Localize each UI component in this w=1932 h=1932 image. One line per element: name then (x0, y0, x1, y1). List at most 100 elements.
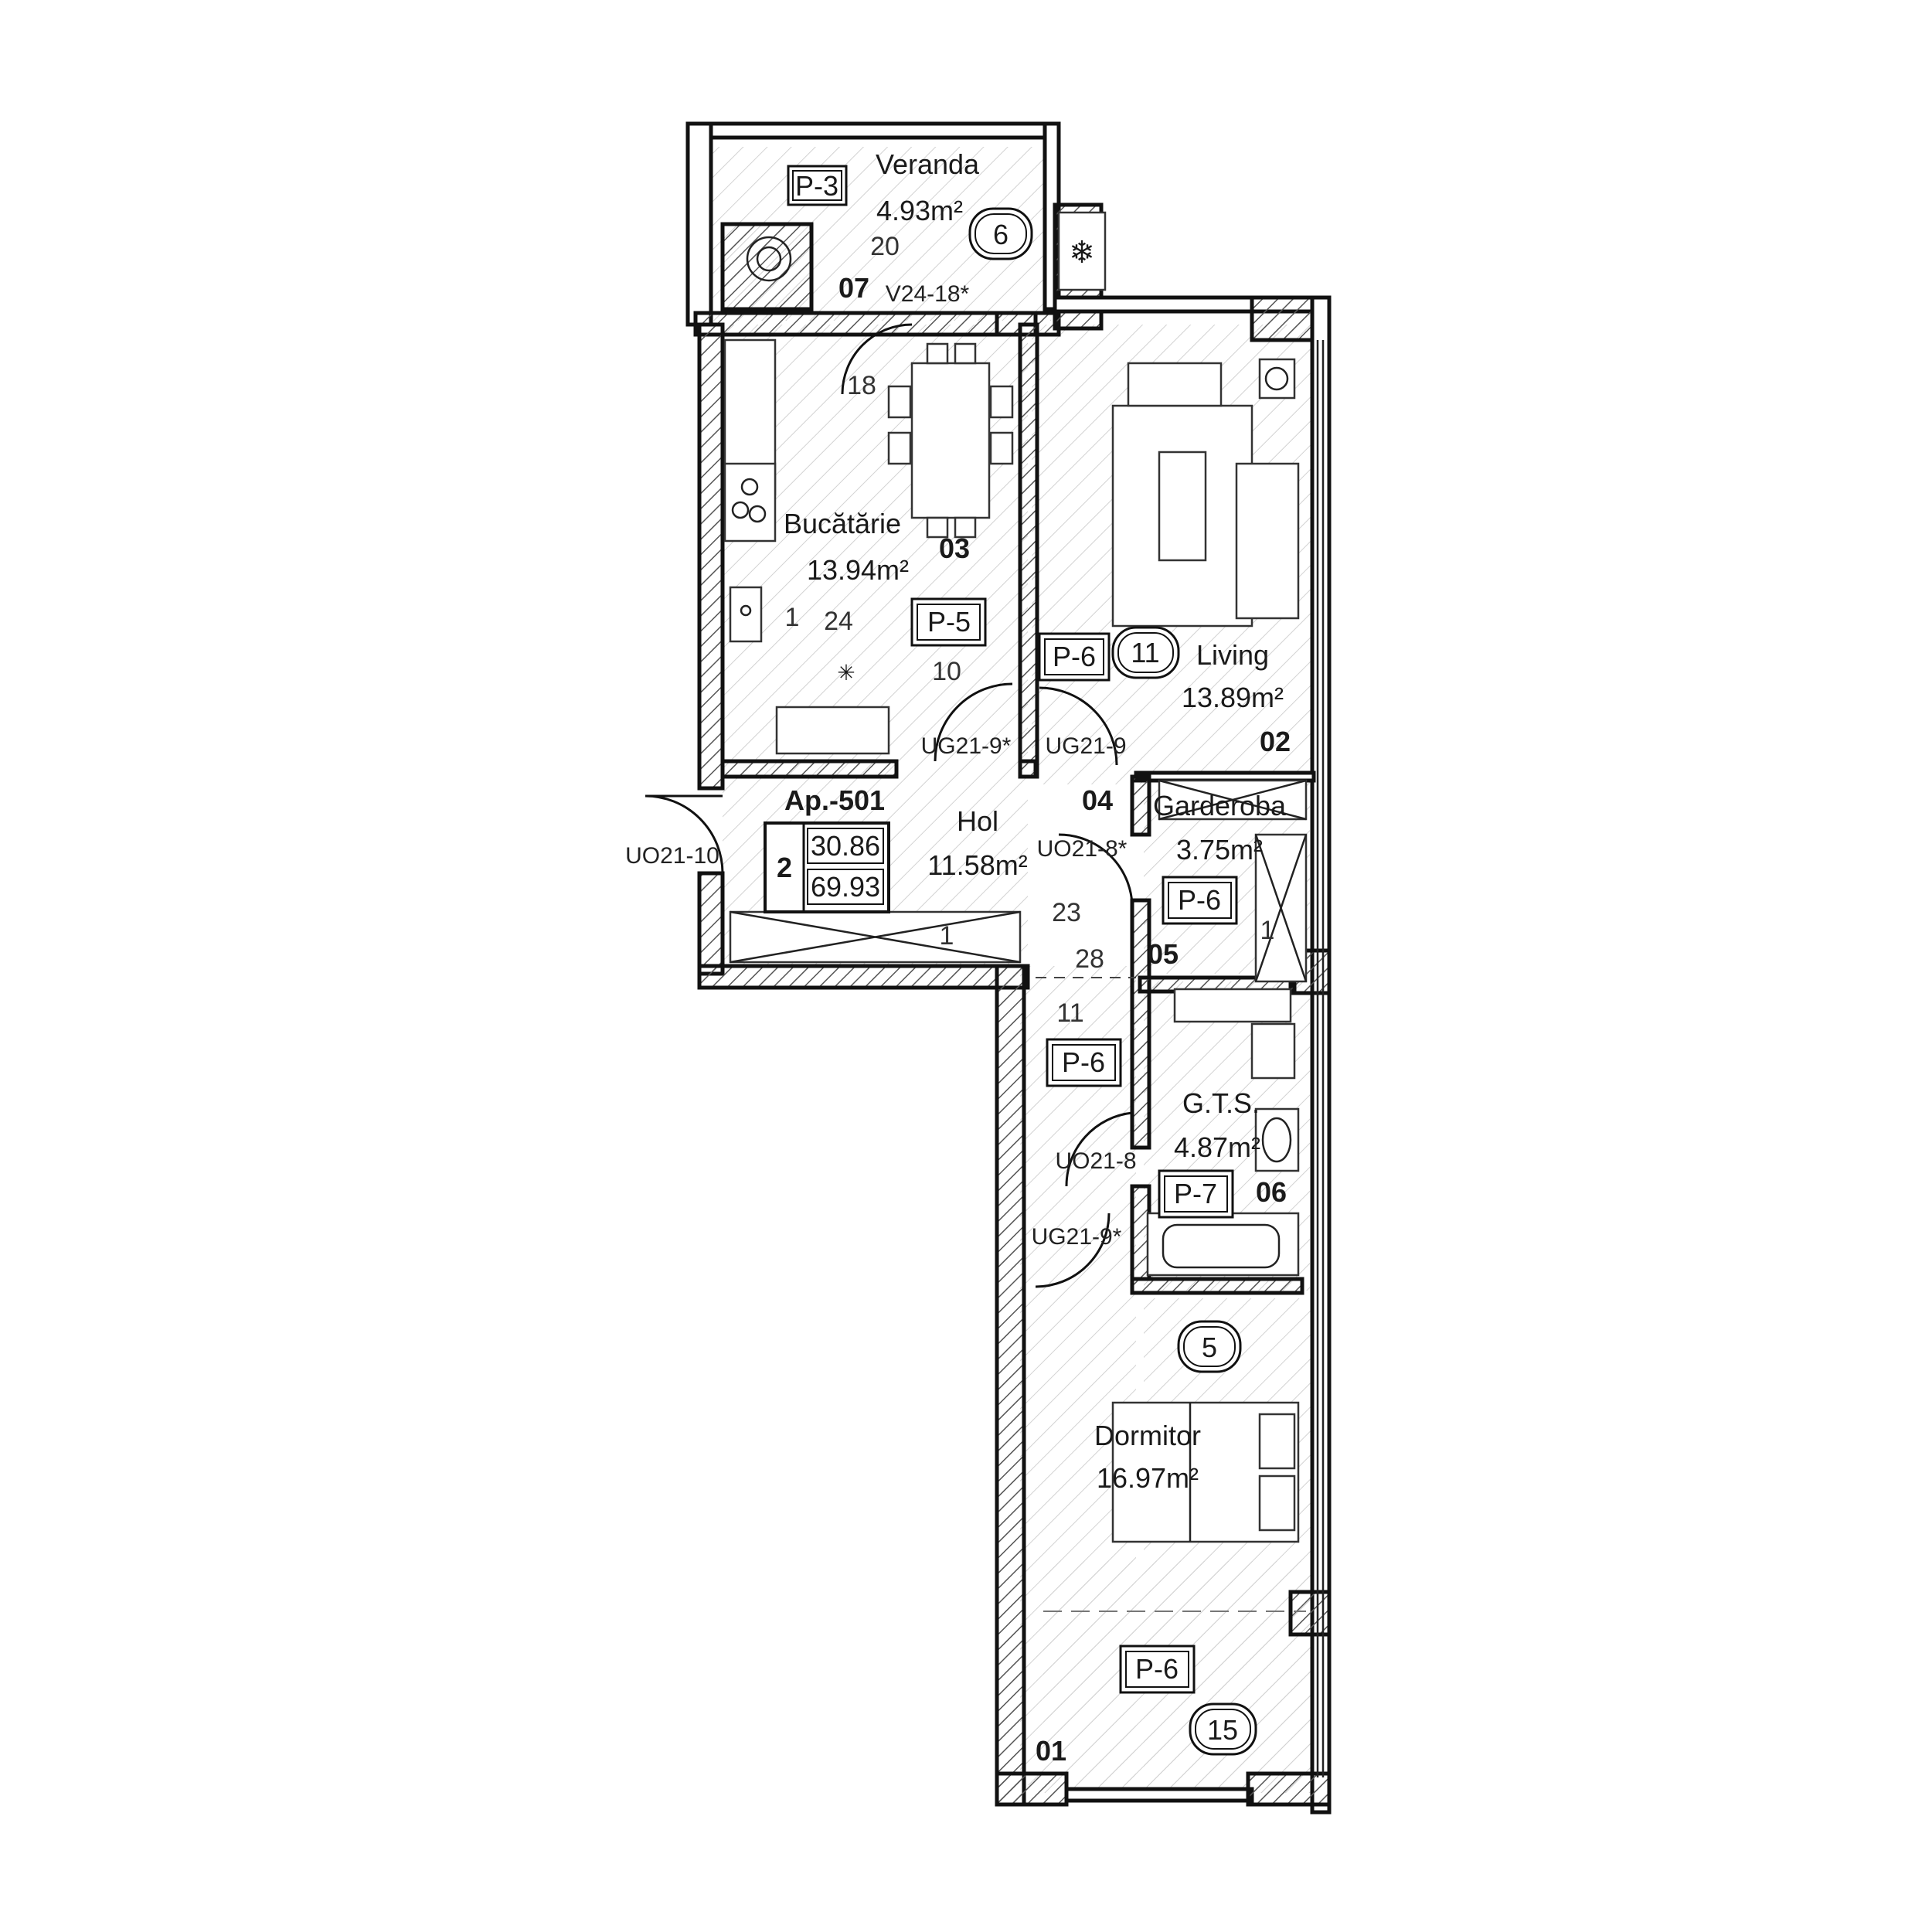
room-hall: Hol 11.58m² 04 (927, 784, 1113, 881)
room-area: 13.94m² (807, 554, 909, 586)
svg-text:20: 20 (870, 232, 900, 261)
room-name: G.T.S. (1182, 1087, 1260, 1119)
room-living: Living 13.89m² 02 (1182, 639, 1291, 757)
room-number: 05 (1148, 938, 1179, 970)
room-name: Garderoba (1153, 790, 1287, 821)
veranda-details: ❄ (746, 211, 1107, 291)
room-wardrobe: Garderoba 3.75m² 05 (1148, 790, 1287, 970)
living-door-swing (1039, 686, 1118, 766)
toilet (1250, 1022, 1296, 1080)
svg-text:6: 6 (993, 219, 1009, 250)
room-number: 02 (1260, 726, 1291, 757)
svg-text:10: 10 (932, 657, 961, 686)
kitchen-furniture: ✳ (723, 338, 1014, 755)
room-area: 3.75m² (1176, 834, 1263, 866)
veranda-door-swing (841, 323, 913, 395)
finish-tag-bathroom: P-7 (1158, 1169, 1234, 1219)
svg-text:P-6: P-6 (1053, 641, 1096, 672)
fan-icon: ✳ (837, 661, 855, 685)
svg-text:1: 1 (940, 921, 954, 951)
room-name: Bucătărie (784, 508, 901, 539)
armchair (1235, 462, 1300, 620)
finish-tag-wardrobe: P-6 (1162, 876, 1238, 925)
svg-text:24: 24 (824, 607, 853, 636)
entrance-door-swing (645, 794, 724, 874)
room-name: Dormitor (1094, 1420, 1201, 1451)
door-label-bathroom: UO21-8 (1055, 1148, 1136, 1174)
corridor-storage (729, 910, 1022, 964)
doors (645, 323, 1134, 1288)
circle-tag-living: 11 (1111, 626, 1180, 679)
room-number: 07 (838, 272, 869, 304)
apartment-area-total: 69.93 (811, 871, 880, 903)
circle-tag-veranda: 6 (968, 207, 1033, 260)
apartment-rooms: 2 (777, 852, 792, 883)
svg-text:P-6: P-6 (1135, 1653, 1179, 1685)
room-number: 03 (939, 532, 970, 564)
dining-table (910, 362, 991, 519)
svg-text:11: 11 (1056, 998, 1083, 1028)
room-bedroom: Dormitor 16.97m² 01 (1036, 1420, 1201, 1767)
wardrobe-furniture (1158, 779, 1308, 983)
svg-text:23: 23 (1052, 898, 1081, 927)
bath-sink-counter (1173, 988, 1292, 1023)
interior-walls (720, 222, 1316, 1295)
svg-text:11: 11 (1131, 637, 1159, 668)
finish-tag-kitchen: P-5 (910, 597, 987, 647)
finish-tag-bedroom: P-6 (1119, 1645, 1196, 1694)
room-bathroom: G.T.S. 4.87m² 06 (1174, 1087, 1287, 1208)
room-area: 13.89m² (1182, 682, 1284, 713)
svg-text:P-5: P-5 (927, 606, 971, 638)
finish-tag-veranda: P-3 (787, 165, 848, 206)
coffee-table (1158, 451, 1207, 562)
finish-tag-hall: P-6 (1046, 1038, 1122, 1087)
exterior-walls (685, 121, 1332, 1815)
svg-text:1: 1 (785, 603, 800, 632)
room-kitchen: Bucătărie 13.94m² 03 (784, 508, 970, 586)
door-label-kitchen: UG21-9* (921, 733, 1012, 759)
svg-text:28: 28 (1075, 944, 1104, 974)
circle-tag-bedroom: 15 (1189, 1702, 1257, 1756)
circle-tag-bathroom: 5 (1177, 1320, 1242, 1373)
room-name: Living (1196, 639, 1269, 671)
room-number: 04 (1082, 784, 1113, 816)
room-veranda: Veranda 4.93m² 07 (838, 148, 980, 304)
room-area: 4.87m² (1174, 1131, 1260, 1163)
svg-text:P-3: P-3 (795, 170, 838, 202)
bedroom-furniture (1111, 1401, 1300, 1543)
svg-text:P-7: P-7 (1174, 1178, 1217, 1209)
door-label-wardrobe: UO21-8* (1037, 836, 1128, 862)
room-name: Hol (957, 805, 998, 837)
living-furniture (1111, 358, 1300, 628)
bath-furniture (1146, 988, 1300, 1277)
svg-text:1: 1 (1260, 916, 1275, 945)
room-area: 4.93m² (876, 195, 963, 226)
kitchen-unit (775, 706, 890, 755)
door-labels: UO21-10 UG21-9* UG21-9 UO21-8* UO21-8 UG… (625, 281, 1136, 1250)
svg-text:P-6: P-6 (1178, 884, 1221, 916)
svg-text:P-6: P-6 (1062, 1046, 1105, 1078)
dimension-labels: 20 18 1 24 10 23 28 11 1 1 (785, 232, 1275, 1028)
door-label-entrance: UO21-10 (625, 843, 719, 869)
svg-text:15: 15 (1207, 1714, 1238, 1746)
room-name: Veranda (876, 148, 980, 180)
bathroom-door-swing (1065, 1111, 1133, 1187)
apartment-summary: Ap.-501 2 30.86 69.93 (764, 784, 890, 913)
room-number: 01 (1036, 1735, 1066, 1767)
bedroom-door-swing (1035, 1213, 1111, 1288)
room-number: 06 (1256, 1176, 1287, 1208)
room-area: 16.97m² (1097, 1462, 1199, 1494)
door-label-bedroom: UG21-9* (1032, 1224, 1122, 1250)
ac-unit-icon: ❄ (1069, 236, 1095, 270)
apartment-code: Ap.-501 (784, 784, 885, 816)
door-label-living: UG21-9 (1045, 733, 1126, 759)
svg-text:18: 18 (847, 371, 876, 400)
kitchen-door-swing (934, 682, 1013, 762)
svg-text:5: 5 (1202, 1332, 1217, 1363)
apartment-area-living: 30.86 (811, 830, 880, 862)
window-label-veranda: V24-18* (886, 281, 970, 307)
finish-tag-living: P-6 (1038, 632, 1111, 682)
wardrobe-door-swing (1058, 833, 1134, 905)
room-area: 11.58m² (927, 849, 1027, 881)
